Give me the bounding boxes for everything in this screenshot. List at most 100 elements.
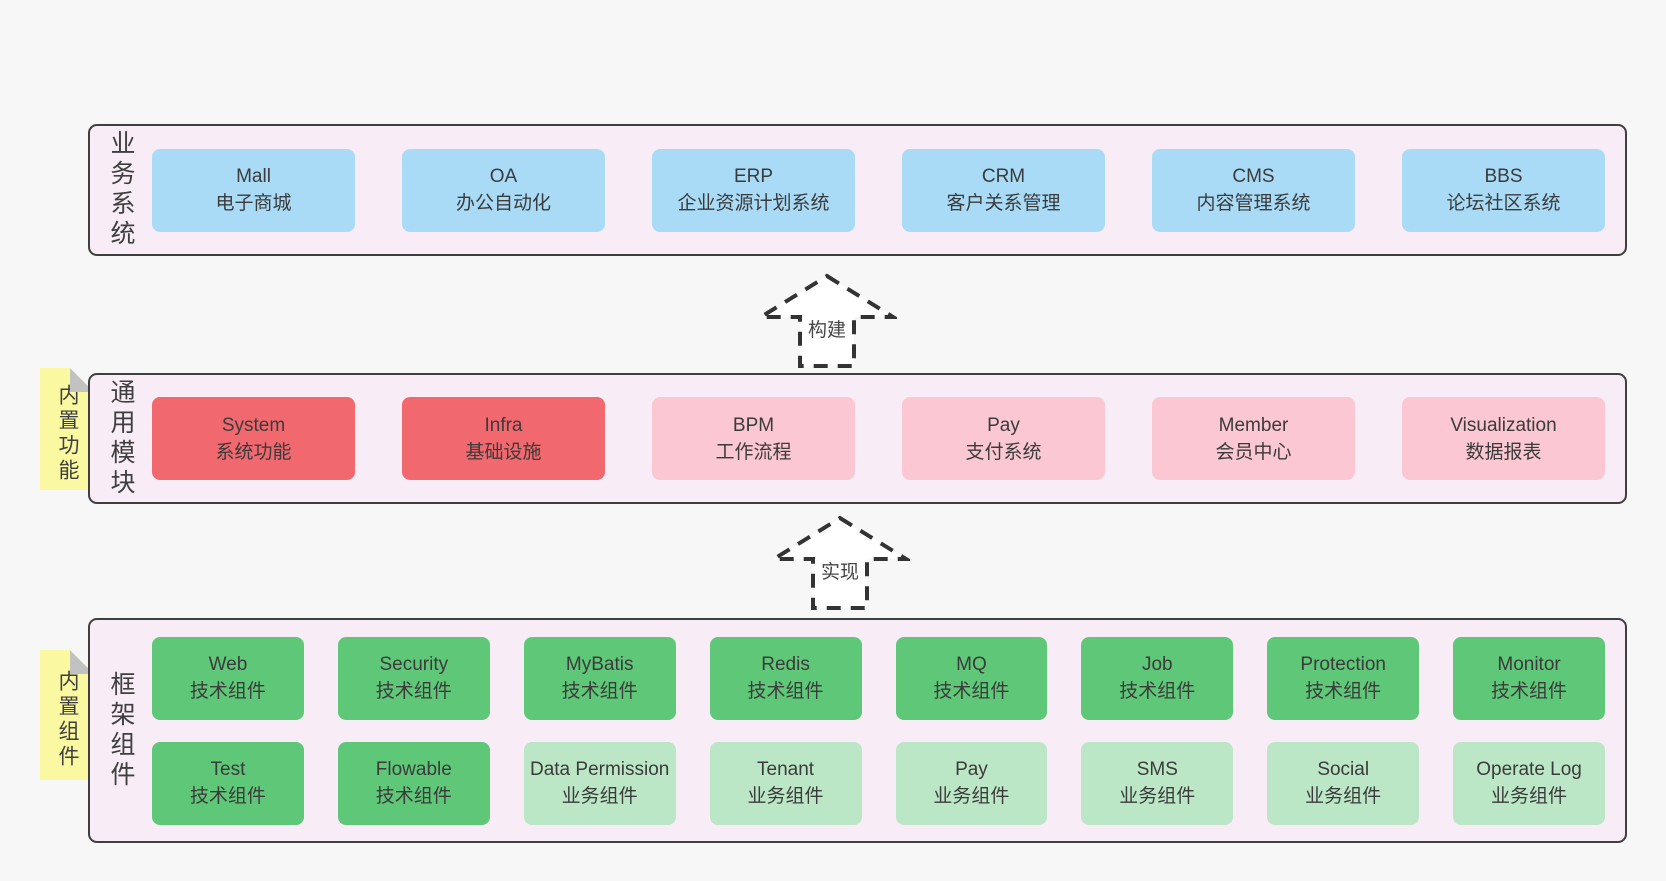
box-desc: 技术组件	[933, 681, 1010, 702]
diagram-box-flowable: Flowable 技术组件	[337, 741, 490, 825]
box-desc: 技术组件	[1491, 681, 1568, 702]
box-name: BBS	[1484, 166, 1523, 187]
diagram-box-visualization: Visualization 数据报表	[1402, 397, 1605, 480]
diagram-box-test: Test 技术组件	[152, 741, 304, 825]
box-name: Web	[208, 654, 248, 675]
box-name: ERP	[733, 166, 774, 187]
box-desc: 业务组件	[1491, 786, 1568, 807]
diagram-box-cms: CMS 内容管理系统	[1152, 148, 1355, 232]
box-name: Security	[379, 654, 449, 675]
box-desc: 技术组件	[561, 681, 638, 702]
diagram-box-social: Social 业务组件	[1267, 741, 1420, 825]
box-name: Tenant	[757, 759, 815, 780]
diagram-box-system: System 系统功能	[152, 397, 355, 480]
panel-label-business-systems: 业务系统	[107, 130, 135, 250]
box-name: System	[221, 414, 286, 436]
box-desc: 支付系统	[965, 441, 1042, 463]
box-desc: 系统功能	[215, 441, 292, 463]
box-desc: 企业资源计划系统	[677, 193, 830, 214]
panel-label-framework-components: 框架组件	[107, 670, 135, 791]
box-name: CRM	[981, 166, 1026, 187]
box-name: Visualization	[1450, 414, 1557, 436]
modules-box-row: System 系统功能 Infra 基础设施 BPM 工作流程 Pay 支付系统 Member 会…	[152, 375, 1625, 502]
box-name: MQ	[956, 654, 987, 675]
box-name: Member	[1218, 414, 1289, 436]
box-name: SMS	[1136, 759, 1178, 780]
box-desc: 技术组件	[375, 786, 452, 807]
box-desc: 数据报表	[1465, 441, 1542, 463]
box-name: Social	[1317, 759, 1370, 780]
box-desc: 基础设施	[465, 441, 542, 463]
box-desc: 业务组件	[933, 786, 1010, 807]
diagram-box-bbs: BBS 论坛社区系统	[1402, 148, 1605, 232]
diagram-box-mq: MQ 技术组件	[895, 636, 1048, 720]
implement-arrow: 实现	[770, 514, 910, 612]
box-name: Job	[1141, 654, 1173, 675]
implement-arrow-label: 实现	[817, 557, 863, 584]
box-name: Monitor	[1497, 654, 1561, 675]
box-name: Operate Log	[1476, 759, 1582, 780]
diagram-box-data-permission: Data Permission 业务组件	[523, 741, 676, 825]
box-name: Test	[210, 759, 246, 780]
diagram-box-infra: Infra 基础设施	[402, 397, 605, 480]
diagram-box-redis: Redis 技术组件	[709, 636, 862, 720]
box-desc: 会员中心	[1215, 441, 1292, 463]
build-arrow: 构建	[757, 272, 897, 370]
diagram-box-bpm: BPM 工作流程	[652, 397, 855, 480]
box-name: Redis	[761, 654, 810, 675]
box-desc: 技术组件	[1305, 681, 1382, 702]
diagram-box-monitor: Monitor 技术组件	[1453, 636, 1605, 720]
box-desc: 电子商城	[215, 193, 292, 214]
box-name: OA	[489, 166, 518, 187]
box-desc: 内容管理系统	[1196, 193, 1311, 214]
box-desc: 业务组件	[747, 786, 824, 807]
box-name: CMS	[1232, 166, 1275, 187]
diagram-box-operate-log: Operate Log 业务组件	[1453, 741, 1605, 825]
build-arrow-label: 构建	[804, 315, 850, 342]
diagram-box-crm: CRM 客户关系管理	[902, 148, 1105, 232]
box-name: Data Permission	[529, 759, 670, 780]
box-name: Pay	[955, 759, 988, 780]
diagram-box-pay: Pay 支付系统	[902, 397, 1105, 480]
box-desc: 技术组件	[747, 681, 824, 702]
box-desc: 客户关系管理	[946, 193, 1061, 214]
diagram-box-security: Security 技术组件	[337, 636, 490, 720]
box-desc: 业务组件	[1305, 786, 1382, 807]
box-desc: 技术组件	[189, 786, 266, 807]
sticky-note-text: 内置组件	[56, 670, 79, 770]
box-desc: 业务组件	[1119, 786, 1196, 807]
panel-common-modules: 通用模块 System 系统功能 Infra 基础设施 BPM 工作流程 Pay 支付系统 Me…	[88, 373, 1627, 504]
box-desc: 业务组件	[561, 786, 638, 807]
box-desc: 论坛社区系统	[1446, 193, 1561, 214]
diagram-box-pay: Pay 业务组件	[895, 741, 1048, 825]
box-desc: 技术组件	[375, 681, 452, 702]
diagram-box-job: Job 技术组件	[1081, 636, 1234, 720]
box-name: BPM	[732, 414, 775, 436]
sticky-note-builtin-features: 内置功能	[40, 368, 94, 490]
diagram-box-mybatis: MyBatis 技术组件	[523, 636, 676, 720]
panel-label-common-modules: 通用模块	[107, 378, 135, 499]
box-name: Flowable	[375, 759, 452, 780]
box-desc: 技术组件	[189, 681, 266, 702]
box-name: Mall	[236, 166, 271, 187]
box-name: MyBatis	[565, 654, 634, 675]
sticky-note-text: 内置功能	[56, 384, 79, 484]
sticky-note-builtin-components: 内置组件	[40, 650, 94, 780]
diagram-box-erp: ERP 企业资源计划系统	[652, 148, 855, 232]
box-name: Pay	[987, 414, 1020, 436]
box-name: Infra	[484, 414, 523, 436]
diagram-box-tenant: Tenant 业务组件	[709, 741, 862, 825]
diagram-box-member: Member 会员中心	[1152, 397, 1355, 480]
box-desc: 工作流程	[715, 441, 792, 463]
diagram-box-sms: SMS 业务组件	[1081, 741, 1234, 825]
box-desc: 技术组件	[1119, 681, 1196, 702]
